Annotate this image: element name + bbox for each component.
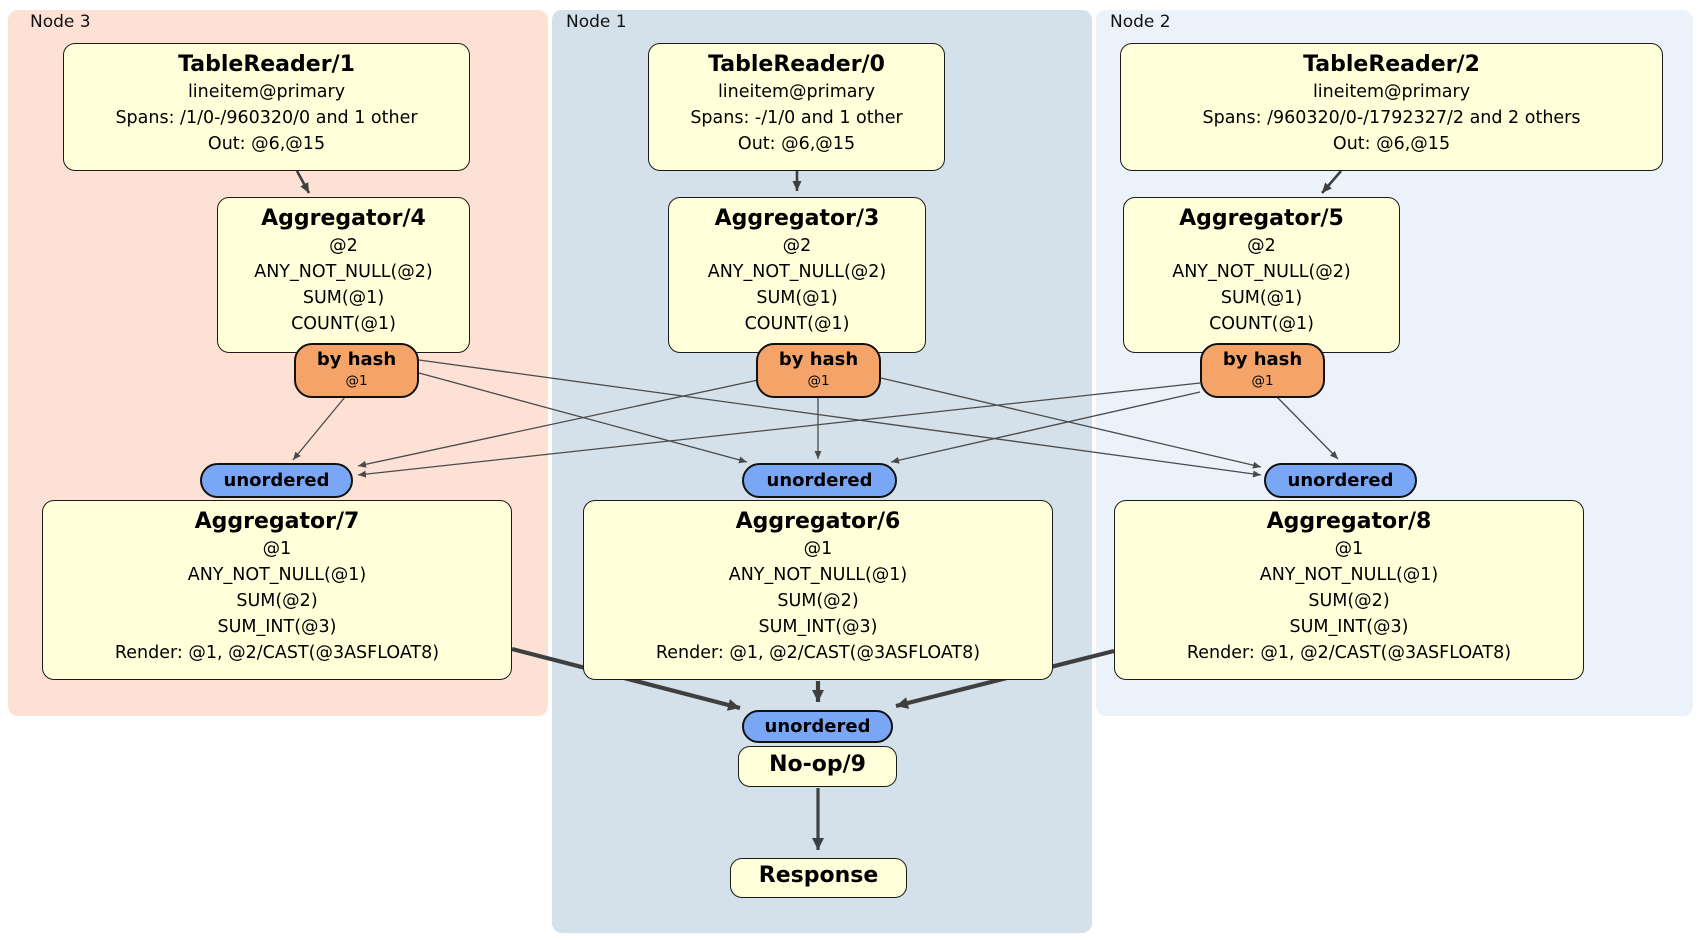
router-by-hash-node3: by hash @1	[294, 343, 419, 398]
sync-unordered-node1: unordered	[742, 463, 897, 498]
processor-line: Out: @6,@15	[737, 134, 856, 154]
processor-line: SUM(@1)	[1220, 288, 1303, 308]
processor-title: Aggregator/8	[1266, 509, 1432, 534]
processor-line: SUM(@1)	[756, 288, 838, 308]
processor-line: COUNT(@1)	[291, 314, 396, 334]
processor-title: Aggregator/7	[194, 509, 360, 534]
router-label: by hash	[1222, 349, 1303, 370]
processor-aggregator-5: Aggregator/5 @2 ANY_NOT_NULL(@2) SUM(@1)…	[1123, 197, 1400, 353]
processor-line: SUM_INT(@3)	[217, 617, 337, 637]
processor-line: SUM(@2)	[1308, 591, 1390, 611]
processor-line: ANY_NOT_NULL(@1)	[728, 565, 908, 585]
processor-line: ANY_NOT_NULL(@2)	[254, 262, 433, 282]
processor-title: Aggregator/6	[735, 509, 901, 534]
processor-line: SUM(@2)	[777, 591, 859, 611]
processor-line: lineitem@primary	[717, 82, 876, 102]
tablereader-to-aggregator-edges	[295, 170, 1342, 194]
processor-aggregator-4: Aggregator/4 @2 ANY_NOT_NULL(@2) SUM(@1)…	[217, 197, 470, 353]
router-columns: @1	[807, 373, 830, 389]
sync-label: unordered	[764, 716, 871, 737]
sync-unordered-final: unordered	[742, 710, 893, 743]
processor-line: Render: @1, @2/CAST(@3ASFLOAT8)	[114, 643, 440, 663]
sync-label: unordered	[1287, 470, 1394, 491]
processor-line: lineitem@primary	[1312, 82, 1471, 102]
processor-line: Render: @1, @2/CAST(@3ASFLOAT8)	[1186, 643, 1512, 663]
router-by-hash-node1: by hash @1	[756, 343, 881, 398]
processor-line: ANY_NOT_NULL(@1)	[187, 565, 367, 585]
sync-label: unordered	[766, 470, 873, 491]
processor-title: Response	[758, 863, 879, 888]
router-label: by hash	[778, 349, 859, 370]
processor-line: ANY_NOT_NULL(@1)	[1259, 565, 1439, 585]
processor-title: TableReader/2	[1303, 52, 1480, 77]
processor-line: @1	[803, 539, 833, 559]
region-label-node1: Node 1	[566, 12, 627, 32]
processor-line: Render: @1, @2/CAST(@3ASFLOAT8)	[655, 643, 981, 663]
processor-line: Spans: /1/0-/960320/0 and 1 other	[115, 108, 418, 128]
processor-line: COUNT(@1)	[744, 314, 850, 334]
processor-title: Aggregator/5	[1179, 206, 1344, 231]
processor-title: TableReader/0	[708, 52, 885, 77]
processor-aggregator-3: Aggregator/3 @2 ANY_NOT_NULL(@2) SUM(@1)…	[668, 197, 926, 353]
processor-line: lineitem@primary	[187, 82, 346, 102]
processor-aggregator-6: Aggregator/6 @1 ANY_NOT_NULL(@1) SUM(@2)…	[583, 500, 1053, 680]
processor-line: ANY_NOT_NULL(@2)	[1172, 262, 1351, 282]
processor-tablereader-1: TableReader/1 lineitem@primary Spans: /1…	[63, 43, 470, 171]
processor-line: @1	[1334, 539, 1364, 559]
router-to-sync-edges	[292, 359, 1339, 478]
router-columns: @1	[345, 373, 368, 389]
processor-title: Aggregator/4	[261, 206, 426, 231]
processor-line: Out: @6,@15	[207, 134, 326, 154]
processor-tablereader-2: TableReader/2 lineitem@primary Spans: /9…	[1120, 43, 1663, 171]
processor-line: COUNT(@1)	[1209, 314, 1314, 334]
sync-unordered-node3: unordered	[200, 463, 353, 498]
sync-label: unordered	[223, 470, 330, 491]
region-label-node3: Node 3	[30, 12, 91, 32]
response-box: Response	[730, 858, 907, 898]
processor-title: TableReader/1	[178, 52, 355, 77]
processor-aggregator-7: Aggregator/7 @1 ANY_NOT_NULL(@1) SUM(@2)…	[42, 500, 512, 680]
processor-line: @2	[782, 236, 812, 256]
router-columns: @1	[1251, 373, 1274, 389]
processor-line: SUM_INT(@3)	[1289, 617, 1409, 637]
router-by-hash-node2: by hash @1	[1200, 343, 1325, 398]
processor-line: ANY_NOT_NULL(@2)	[707, 262, 887, 282]
processor-aggregator-8: Aggregator/8 @1 ANY_NOT_NULL(@1) SUM(@2)…	[1114, 500, 1584, 680]
processor-line: @2	[329, 236, 358, 256]
region-label-node2: Node 2	[1110, 12, 1171, 32]
processor-title: No-op/9	[769, 752, 866, 777]
processor-line: Out: @6,@15	[1332, 134, 1451, 154]
processor-line: SUM(@2)	[236, 591, 318, 611]
processor-tablereader-0: TableReader/0 lineitem@primary Spans: -/…	[648, 43, 945, 171]
router-label: by hash	[316, 349, 397, 370]
processor-line: Spans: -/1/0 and 1 other	[690, 108, 903, 128]
processor-line: SUM(@1)	[302, 288, 385, 308]
processor-line: @1	[262, 539, 292, 559]
processor-title: Aggregator/3	[714, 206, 880, 231]
processor-line: Spans: /960320/0-/1792327/2 and 2 others	[1202, 108, 1581, 128]
processor-line: SUM_INT(@3)	[758, 617, 878, 637]
processor-line: @2	[1247, 236, 1276, 256]
sync-unordered-node2: unordered	[1264, 463, 1417, 498]
processor-noop-9: No-op/9	[738, 746, 897, 787]
